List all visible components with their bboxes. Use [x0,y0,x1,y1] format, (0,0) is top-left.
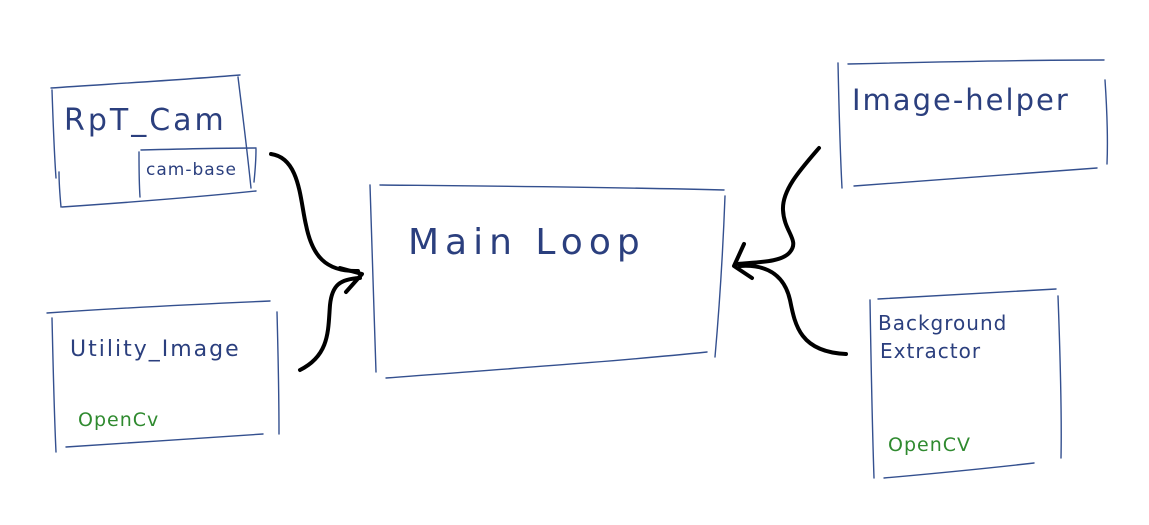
rpt-cam-label: RpT_Cam [64,103,227,138]
utility-image-label: Utility_Image [70,337,241,362]
utility-image-opencv-tag: OpenCv [78,409,159,431]
background-extractor-label-line1: Background [878,311,1007,335]
cam-base-label: cam-base [146,160,237,180]
image-helper-node: Image-helper [837,59,1109,189]
right-arrowhead [732,242,754,280]
main-loop-label: Main Loop [408,222,646,263]
cam-base-node: cam-base [138,147,257,198]
rpt-cam-node: RpT_Cam [50,74,257,208]
left-arrowhead [338,266,364,294]
background-extractor-opencv-tag: OpenCV [888,434,971,456]
background-extractor-label-line2: Extractor [880,339,981,363]
edge-image-helper-to-main-loop [736,146,821,266]
edge-utility-image-to-main-loop [298,266,364,372]
main-loop-node: Main Loop [369,184,726,379]
background-extractor-node: Background Extractor OpenCV [869,288,1062,479]
image-helper-label: Image-helper [852,83,1070,117]
edge-rpt-cam-to-main-loop [269,152,360,274]
edge-background-extractor-to-main-loop [732,242,848,356]
utility-image-node: Utility_Image OpenCv [46,300,280,453]
